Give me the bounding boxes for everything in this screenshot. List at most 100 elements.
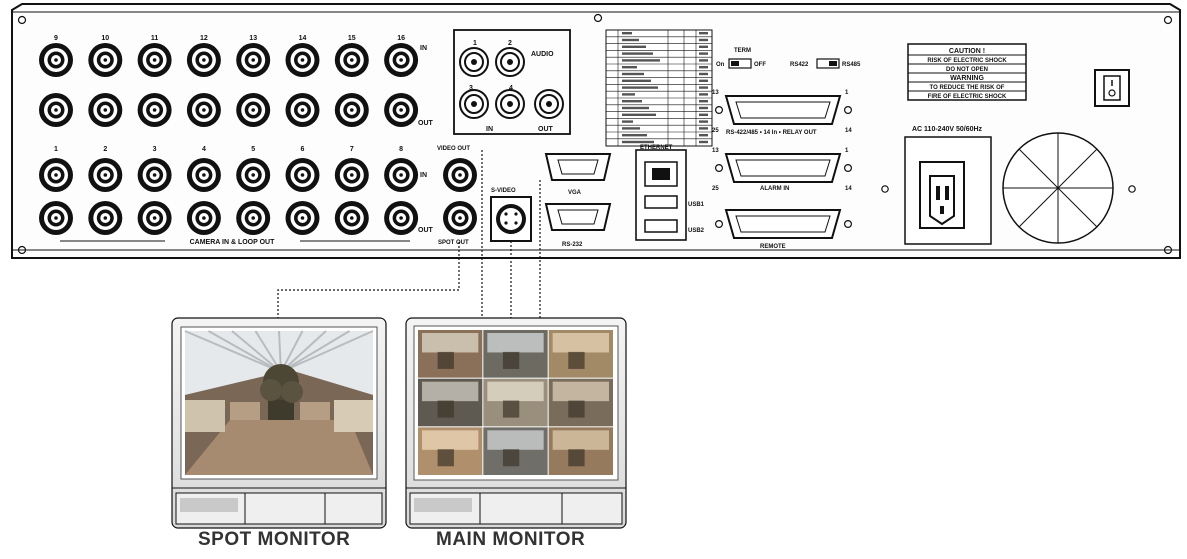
camera-loop-out-bnc[interactable] (384, 201, 419, 235)
camera-feed-tile (418, 378, 483, 427)
pin-number-label: 1 (845, 148, 849, 154)
camera-loop-out-bnc[interactable] (88, 93, 123, 127)
camera-in-bnc[interactable] (88, 158, 123, 192)
camera-feed-tile (548, 330, 613, 378)
spot-out-bnc[interactable] (443, 201, 477, 235)
camera-in-bnc[interactable] (186, 43, 221, 77)
camera-number-label: 15 (348, 35, 356, 42)
s-video-connector[interactable]: S-VIDEO (490, 188, 532, 242)
rs-switch-right-label: RS485 (842, 62, 861, 68)
vga-port[interactable]: VGA (544, 153, 612, 196)
screw-icon (1163, 245, 1173, 255)
camera-loop-out-bnc[interactable] (236, 201, 271, 235)
camera-loop-out-bnc[interactable] (334, 93, 369, 127)
camera-in-bnc[interactable] (236, 158, 271, 192)
camera-in-loop-out-label: CAMERA IN & LOOP OUT (190, 239, 276, 246)
pin-number-label: 1 (845, 90, 849, 96)
usb2-port[interactable] (644, 219, 678, 233)
spot-out-label: SPOT OUT (438, 240, 469, 246)
camera-loop-out-bnc[interactable] (137, 201, 172, 235)
audio-rca-jack[interactable] (459, 89, 489, 119)
camera-feed-tile (483, 330, 548, 378)
caution-label-box: CAUTION ! RISK OF ELECTRIC SHOCK DO NOT … (907, 43, 1027, 101)
camera-loop-out-bnc[interactable] (285, 93, 320, 127)
camera-number-label: 7 (350, 146, 354, 153)
camera-feed-tile (548, 378, 613, 427)
camera-loop-out-bnc[interactable] (186, 93, 221, 127)
camera-in-bnc[interactable] (39, 43, 73, 77)
screw-icon (1128, 185, 1136, 193)
camera-loop-out-bnc[interactable] (186, 201, 221, 235)
screw-icon (1163, 15, 1173, 25)
audio-input-1-label: 1 (473, 40, 477, 47)
ethernet-usb-block: ETHERNET USB1 USB2 (635, 145, 705, 241)
camera-feed-tile (483, 427, 548, 475)
video-out-label: VIDEO OUT (437, 146, 470, 152)
vga-label: VGA (568, 190, 582, 196)
camera-in-bnc[interactable] (88, 43, 123, 77)
camera-in-bnc[interactable] (285, 158, 320, 192)
power-rating-label: AC 110-240V 50/60Hz (912, 126, 983, 133)
camera-loop-out-bnc[interactable] (236, 93, 271, 127)
power-switch[interactable] (1094, 69, 1130, 107)
usb1-label: USB1 (688, 202, 705, 208)
screw-icon (17, 15, 27, 25)
audio-title: AUDIO (531, 51, 554, 58)
remote-connector[interactable] (714, 209, 852, 239)
camera-in-bnc[interactable] (186, 158, 221, 192)
term-label: TERM (734, 48, 751, 54)
pin-number-label: 13 (712, 148, 719, 154)
camera-loop-out-bnc[interactable] (39, 93, 73, 127)
camera-number-label: 9 (54, 35, 58, 42)
camera-loop-out-bnc[interactable] (39, 201, 73, 235)
camera-feed-tile (483, 378, 548, 427)
spot-monitor (171, 317, 387, 529)
pin-assignment-table (605, 29, 713, 147)
camera-in-bnc[interactable] (285, 43, 320, 77)
camera-in-bnc[interactable] (137, 43, 172, 77)
rs232-label: RS-232 (562, 242, 583, 248)
camera-loop-out-bnc[interactable] (285, 201, 320, 235)
camera-loop-out-bnc[interactable] (334, 201, 369, 235)
camera-number-label: 13 (249, 35, 257, 42)
camera-number-label: 16 (397, 35, 405, 42)
term-switch[interactable] (728, 58, 752, 69)
camera-loop-out-bnc[interactable] (88, 201, 123, 235)
camera-in-bnc[interactable] (384, 158, 419, 192)
camera-number-label: 3 (153, 146, 157, 153)
pin-number-label: 14 (845, 186, 852, 192)
camera-number-label: 8 (399, 146, 403, 153)
s-video-label: S-VIDEO (491, 188, 516, 194)
audio-input-2-label: 2 (508, 40, 512, 47)
camera-loop-out-bnc[interactable] (137, 93, 172, 127)
pin-number-label: 14 (845, 128, 852, 134)
usb1-port[interactable] (644, 195, 678, 209)
audio-panel: AUDIO 1 2 3 4 IN OUT (453, 29, 571, 135)
camera-bottom-out-label: OUT (418, 227, 434, 234)
caution-line-4: FIRE OF ELECTRIC SHOCK (928, 94, 1007, 100)
rs-mode-switch[interactable] (816, 58, 840, 69)
camera-in-bnc[interactable] (236, 43, 271, 77)
rs232-port[interactable]: RS-232 (544, 203, 612, 248)
audio-rca-jack[interactable] (459, 47, 489, 77)
camera-in-bnc[interactable] (137, 158, 172, 192)
camera-in-bnc[interactable] (39, 158, 73, 192)
term-on-label: On (716, 62, 725, 68)
audio-rca-jack[interactable] (495, 47, 525, 77)
video-out-bnc[interactable] (443, 158, 477, 192)
camera-number-label: 1 (54, 146, 58, 153)
audio-input-4-label: 4 (509, 85, 513, 92)
camera-in-bnc[interactable] (334, 158, 369, 192)
audio-rca-jack[interactable] (495, 89, 525, 119)
caution-line-3: TO REDUCE THE RISK OF (930, 85, 1005, 91)
camera-loop-out-bnc[interactable] (384, 93, 419, 127)
screw-icon (17, 245, 27, 255)
audio-rca-jack[interactable] (534, 89, 564, 119)
main-monitor-camera-grid (418, 330, 613, 475)
camera-in-bnc[interactable] (334, 43, 369, 77)
camera-in-bnc[interactable] (384, 43, 419, 77)
